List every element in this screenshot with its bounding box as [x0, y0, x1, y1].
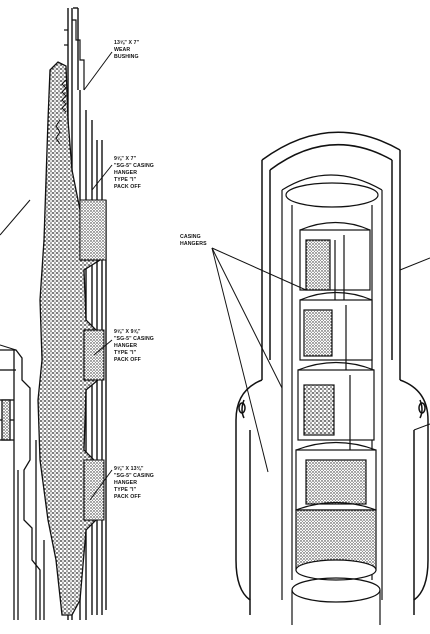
right-leader-lines — [211, 247, 430, 473]
lower-flange — [235, 379, 429, 615]
right-cutaway — [211, 131, 430, 625]
label-wear-bushing: 13⅝" X 7" WEAR BUSHING — [114, 40, 141, 60]
bottom-pipe — [291, 577, 381, 625]
wear-bushing-profile — [64, 19, 85, 90]
outer-housing — [0, 349, 45, 620]
left-cross-section — [0, 7, 113, 620]
packoff-lower — [83, 459, 105, 521]
stacked-hangers — [295, 221, 377, 581]
left-leader-lines — [0, 51, 113, 501]
label-packoff-9-5-8-x-9-5-8: 9⅝" X 9⅝" "SG-5" CASING HANGER TYPE "I" … — [114, 329, 156, 363]
label-casing-hangers: CASING HANGERS — [180, 234, 207, 247]
label-packoff-9-5-8-x-7: 9⅝" X 7" "SG-5" CASING HANGER TYPE "I" P… — [114, 156, 156, 190]
packoff-upper — [79, 199, 107, 261]
label-packoff-9-5-8-x-13-3-8: 9⅝" X 13⅜" "SG-5" CASING HANGER TYPE "I"… — [114, 466, 156, 500]
